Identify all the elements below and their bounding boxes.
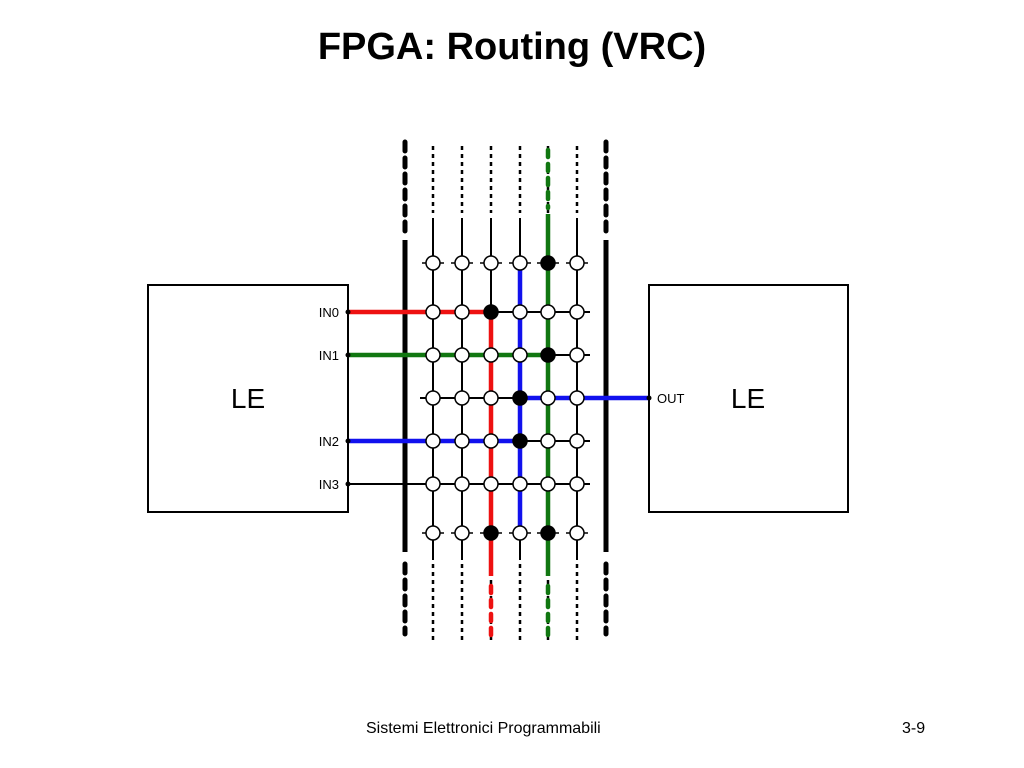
switch-4-0 bbox=[425, 476, 441, 492]
switch-3-4 bbox=[540, 433, 556, 449]
pin-label-in3: IN3 bbox=[319, 477, 339, 492]
switch-top-0 bbox=[425, 255, 441, 271]
pin-dot-3 bbox=[345, 481, 351, 487]
switch-0-0 bbox=[425, 304, 441, 320]
switch-bottom-2 bbox=[483, 525, 499, 541]
pin-label-out: OUT bbox=[657, 391, 685, 406]
switch-4-5 bbox=[569, 476, 585, 492]
switch-3-5 bbox=[569, 433, 585, 449]
le-block-left bbox=[147, 284, 349, 513]
pin-dot-2 bbox=[345, 438, 351, 444]
switch-1-2 bbox=[483, 347, 499, 363]
pin-dot-out bbox=[646, 395, 652, 401]
switch-top-3 bbox=[512, 255, 528, 271]
switch-3-0 bbox=[425, 433, 441, 449]
switch-0-4 bbox=[540, 304, 556, 320]
switch-4-2 bbox=[483, 476, 499, 492]
page-number: 3-9 bbox=[902, 720, 926, 737]
switch-bottom-4 bbox=[540, 525, 556, 541]
switch-top-5 bbox=[569, 255, 585, 271]
switch-3-1 bbox=[454, 433, 470, 449]
switch-1-5 bbox=[569, 347, 585, 363]
le-right-label: LE bbox=[731, 383, 765, 414]
switch-top-1 bbox=[454, 255, 470, 271]
switch-top-2 bbox=[483, 255, 499, 271]
le-left-label: LE bbox=[231, 383, 265, 414]
switch-4-4 bbox=[540, 476, 556, 492]
pin-dot-1 bbox=[345, 352, 351, 358]
switch-3-3 bbox=[512, 433, 528, 449]
switch-0-1 bbox=[454, 304, 470, 320]
switch-bottom-3 bbox=[512, 525, 528, 541]
switch-4-1 bbox=[454, 476, 470, 492]
switch-2-0 bbox=[425, 390, 441, 406]
switch-top-4 bbox=[540, 255, 556, 271]
switch-0-5 bbox=[569, 304, 585, 320]
slide-title: FPGA: Routing (VRC) bbox=[317, 26, 707, 68]
switch-1-4 bbox=[540, 347, 556, 363]
switch-2-2 bbox=[483, 390, 499, 406]
switch-3-2 bbox=[483, 433, 499, 449]
switch-bottom-0 bbox=[425, 525, 441, 541]
switch-4-3 bbox=[512, 476, 528, 492]
pin-label-in0: IN0 bbox=[319, 305, 339, 320]
pin-label-in1: IN1 bbox=[319, 348, 339, 363]
switch-2-3 bbox=[512, 390, 528, 406]
switch-2-1 bbox=[454, 390, 470, 406]
footer-course-title: Sistemi Elettronici Programmabili bbox=[366, 720, 601, 737]
switch-1-1 bbox=[454, 347, 470, 363]
switch-2-5 bbox=[569, 390, 585, 406]
pin-label-in2: IN2 bbox=[319, 434, 339, 449]
switch-bottom-1 bbox=[454, 525, 470, 541]
pin-dot-0 bbox=[345, 309, 351, 315]
switch-2-4 bbox=[540, 390, 556, 406]
switch-1-0 bbox=[425, 347, 441, 363]
switch-bottom-5 bbox=[569, 525, 585, 541]
switch-1-3 bbox=[512, 347, 528, 363]
switch-0-2 bbox=[483, 304, 499, 320]
switch-0-3 bbox=[512, 304, 528, 320]
